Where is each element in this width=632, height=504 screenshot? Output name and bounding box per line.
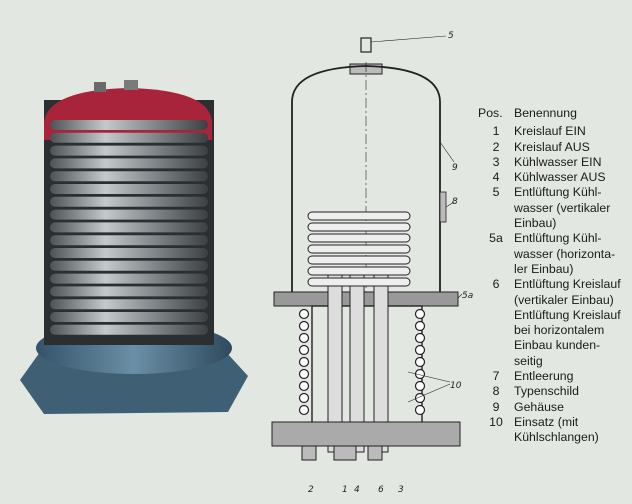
legend-pos: 5	[492, 185, 500, 200]
legend-header: Pos. Benennung	[478, 106, 630, 121]
cross-section-drawing: 5 9 8 5a 10 2 1 4 6 3	[271, 31, 473, 495]
legend-row: 4 Kühlwasser AUS	[478, 170, 630, 185]
coil-section	[298, 356, 310, 368]
side-coil-sections	[298, 308, 426, 416]
legend-pos: 9	[492, 399, 500, 414]
legend-name: Kühlwasser EIN	[514, 154, 602, 169]
legend-name: Kreislauf AUS	[514, 139, 590, 154]
legend-row: 2 Kreislauf AUS	[478, 140, 630, 155]
upper-coil-loop	[307, 222, 411, 232]
heat-exchanger-photo	[20, 80, 248, 414]
legend-header-pos: Pos.	[478, 106, 503, 120]
callout-8: 8	[452, 197, 458, 207]
upper-coil-loop	[307, 277, 411, 287]
callout-9: 9	[452, 163, 458, 173]
photo-coil-ring	[50, 158, 208, 169]
upper-coil-loops	[307, 211, 411, 287]
legend-row: 3 Kühlwasser EIN	[478, 155, 630, 170]
legend-row: 10 Einsatz (mit Kühlschlangen)	[478, 415, 630, 446]
legend-row: 9 Gehäuse	[478, 400, 630, 415]
photo-coil-ring	[50, 312, 208, 322]
photo-coil-ring	[50, 132, 208, 143]
coil-section	[414, 380, 426, 392]
callout-5: 5	[448, 31, 454, 41]
legend-row: 7 Entleerung	[478, 369, 630, 384]
callout-1: 1	[342, 485, 348, 495]
coil-section	[414, 344, 426, 356]
legend-pos: 2	[492, 139, 500, 154]
upper-coil-loop	[307, 233, 411, 243]
photo-coil-ring	[50, 184, 208, 194]
callout-2: 2	[308, 485, 314, 495]
photo-coil-ring	[50, 260, 208, 271]
photo-coil-ring	[50, 209, 208, 220]
coil-section	[414, 356, 426, 368]
legend-row: 6 Entlüftung Kreislauf (vertikaler Einbau…	[478, 277, 630, 369]
photo-coil-ring	[50, 248, 208, 258]
coil-section	[414, 332, 426, 344]
legend-pos: 6	[492, 277, 500, 292]
legend-row: 5a Entlüftung Kühl- wasser (horizonta- le…	[478, 231, 630, 277]
coil-section	[414, 404, 426, 416]
photo-coil-ring	[50, 299, 208, 310]
legend-name: Entlüftung Kühl- wasser (horizonta- ler …	[514, 231, 616, 276]
photo-coil-ring	[50, 196, 208, 207]
legend-name: Entlüftung Kreislauf (vertikaler Einbau)…	[514, 277, 621, 368]
legend-name: Gehäuse	[514, 399, 564, 414]
legend-name: Kühlwasser AUS	[514, 170, 606, 185]
callout-4: 4	[354, 485, 360, 495]
legend-pos: 3	[492, 154, 500, 169]
bottom-flange	[271, 421, 461, 447]
coil-section	[298, 320, 310, 332]
coil-section	[298, 344, 310, 356]
photo-coil-ring	[50, 222, 208, 233]
coil-section	[414, 320, 426, 332]
legend-name: Einsatz (mit Kühlschlangen)	[514, 414, 599, 445]
coil-section	[298, 404, 310, 416]
photo-coil-stack	[50, 120, 208, 335]
photo-coil-ring	[50, 286, 208, 297]
coil-section	[298, 368, 310, 380]
legend-pos: 4	[492, 170, 500, 185]
legend-pos: 7	[492, 369, 500, 384]
photo-coil-ring	[50, 120, 208, 130]
legend-table: Pos. Benennung 1 Kreislauf EIN 2 Kreislauf …	[478, 106, 630, 446]
legend-name: Typenschild	[514, 384, 579, 399]
photo-coil-ring	[50, 171, 208, 182]
callout-10: 10	[450, 381, 462, 391]
legend-row: 1 Kreislauf EIN	[478, 124, 630, 139]
photo-dome	[44, 88, 212, 140]
legend-row: 8 Typenschild	[478, 384, 630, 399]
legend-name: Entleerung	[514, 369, 574, 384]
upper-coil-loop	[307, 255, 411, 265]
legend-pos: 5a	[489, 231, 503, 246]
coil-section	[414, 308, 426, 320]
callout-5a: 5a	[462, 291, 473, 301]
coil-section	[298, 308, 310, 320]
coil-section	[298, 332, 310, 344]
legend-pos: 1	[492, 124, 500, 139]
legend-name: Kreislauf EIN	[514, 124, 586, 139]
photo-coil-ring	[50, 324, 208, 335]
photo-coil-ring	[50, 145, 208, 156]
upper-coil-loop	[307, 211, 411, 221]
callout-6: 6	[378, 485, 384, 495]
legend-row: 5 Entlüftung Kühl- wasser (vertikaler Ein…	[478, 185, 630, 231]
callout-3: 3	[398, 485, 404, 495]
upper-coil-loop	[307, 266, 411, 276]
coil-section	[298, 380, 310, 392]
photo-coil-ring	[50, 273, 208, 284]
upper-flange	[273, 291, 459, 307]
photo-coil-ring	[50, 235, 208, 246]
coil-section	[298, 392, 310, 404]
upper-coil-loop	[307, 244, 411, 254]
legend-header-name: Benennung	[514, 106, 577, 120]
legend-pos: 8	[492, 384, 500, 399]
legend-pos: 10	[489, 414, 503, 429]
legend-name: Entlüftung Kühl- wasser (vertikaler Einb…	[514, 185, 611, 231]
